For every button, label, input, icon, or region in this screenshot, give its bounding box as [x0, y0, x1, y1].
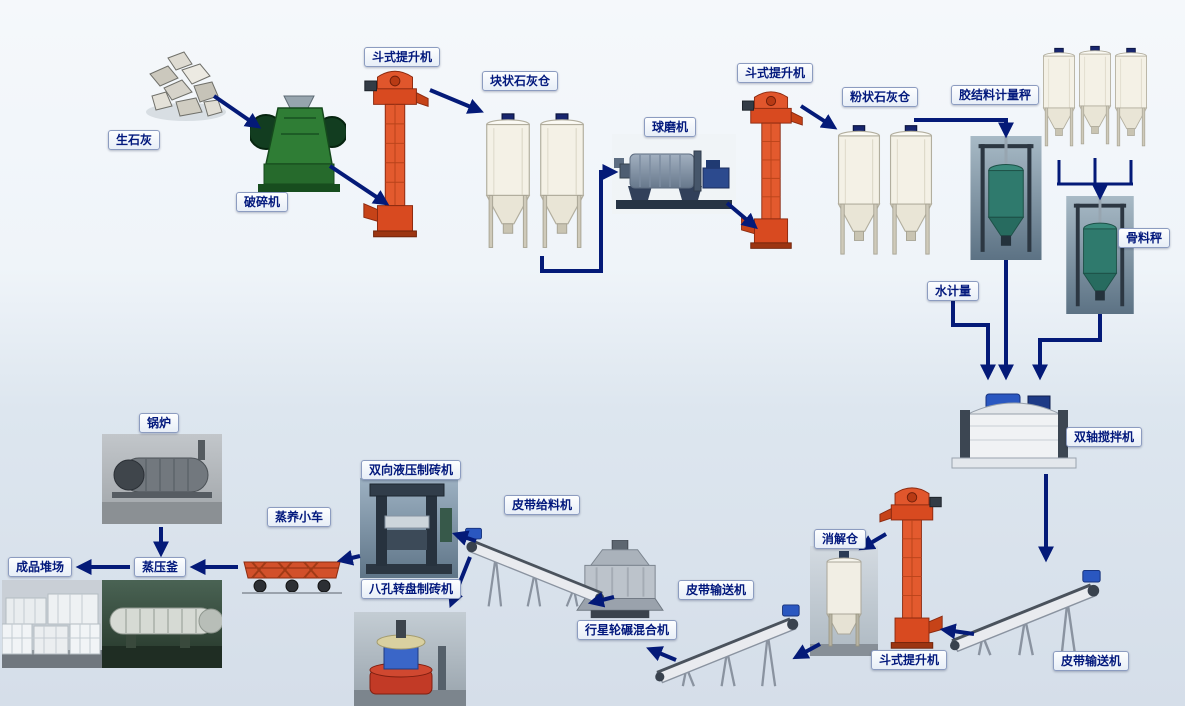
powder-lime-silo-2-image: [886, 122, 936, 268]
ball-mill-image: [612, 134, 736, 214]
label-quicklime: 生石灰: [108, 130, 161, 150]
aggregate-scale-image: [1066, 196, 1134, 314]
product-yard-image: [2, 580, 102, 668]
twin-shaft-mixer-image: [951, 393, 1077, 469]
label-hydraulic-brick-machine: 双向液压制砖机: [361, 460, 462, 480]
label-boiler: 锅炉: [139, 413, 180, 433]
label-powder-lime-silo: 粉状石灰仓: [842, 87, 919, 107]
label-autoclave: 蒸压釜: [134, 557, 187, 577]
curing-cart-image: [242, 561, 342, 594]
boiler-image: [102, 434, 222, 524]
belt-conveyor-right-image: [950, 554, 1104, 660]
arrow-aggscale-mixer: [1032, 314, 1102, 381]
label-block-lime-silo: 块状石灰仓: [482, 71, 559, 91]
label-planetary-mixer: 行星轮碾混合机: [577, 620, 678, 640]
label-belt-conveyor-mid: 皮带输送机: [678, 580, 755, 600]
block-lime-silo-2-image: [536, 112, 588, 260]
aggregate-silo-3-image: [1112, 24, 1150, 178]
label-binder-scale: 胶结料计量秤: [951, 85, 1040, 105]
bucket-elevator-3-image: [874, 486, 950, 652]
powder-lime-silo-1-image: [834, 122, 884, 268]
quicklime-pile-image: [146, 51, 226, 121]
belt-conveyor-mid-image: [650, 592, 808, 688]
label-crusher: 破碎机: [236, 192, 289, 212]
label-water-meter: 水计量: [927, 281, 980, 301]
label-twin-shaft-mixer: 双轴搅拌机: [1066, 427, 1143, 447]
label-belt-feeder: 皮带给料机: [504, 495, 581, 515]
arrow-elevator1-blocksilo: [429, 88, 484, 114]
rotary-brick-machine-image: [354, 612, 466, 706]
label-bucket-elevator-2: 斗式提升机: [737, 63, 814, 83]
aggregate-silo-1-image: [1040, 24, 1078, 178]
bucket-elevator-2-image: [736, 82, 806, 260]
binder-scale-image: [970, 136, 1042, 260]
label-curing-cart: 蒸养小车: [267, 507, 332, 527]
aggregate-silo-2-image: [1076, 20, 1114, 178]
autoclave-image: [102, 580, 222, 668]
label-rotary-brick-machine: 八孔转盘制砖机: [361, 579, 462, 599]
hydraulic-brick-machine-image: [360, 478, 458, 578]
label-slaking-silo: 消解仓: [814, 529, 867, 549]
slaking-silo-image: [810, 546, 878, 656]
label-bucket-elevator-3: 斗式提升机: [871, 650, 948, 670]
block-lime-silo-1-image: [482, 112, 534, 260]
crusher-image: [250, 95, 346, 192]
label-ball-mill: 球磨机: [644, 117, 697, 137]
label-belt-conveyor-right: 皮带输送机: [1053, 651, 1130, 671]
arrow-water-mixer: [951, 301, 996, 381]
label-product-yard: 成品堆场: [8, 557, 73, 577]
label-aggregate-scale: 骨料秤: [1118, 228, 1171, 248]
belt-feeder-image: [462, 510, 604, 614]
label-bucket-elevator-1: 斗式提升机: [364, 47, 441, 67]
bucket-elevator-1-image: [358, 68, 432, 242]
